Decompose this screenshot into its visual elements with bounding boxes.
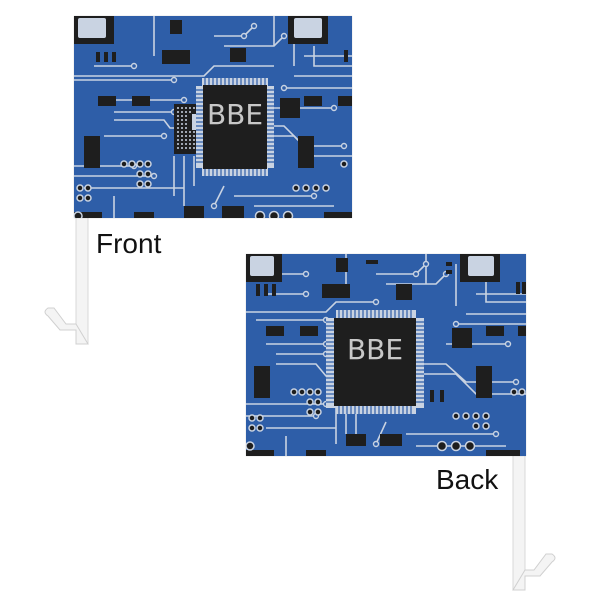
chip-text: BBE <box>207 98 263 131</box>
chip <box>334 318 416 406</box>
back-label: Back <box>436 464 499 495</box>
back-flag-pole <box>508 451 560 594</box>
front-flag-pole <box>40 215 92 348</box>
front-flag: BBE <box>74 16 352 218</box>
chip-text: BBE <box>347 333 403 366</box>
chip <box>203 85 267 169</box>
circuit-board-pattern: BBE <box>74 16 352 218</box>
circuit-board-pattern: BBE <box>246 254 526 456</box>
back-flag: BBE <box>246 254 526 456</box>
front-label: Front <box>96 228 162 259</box>
